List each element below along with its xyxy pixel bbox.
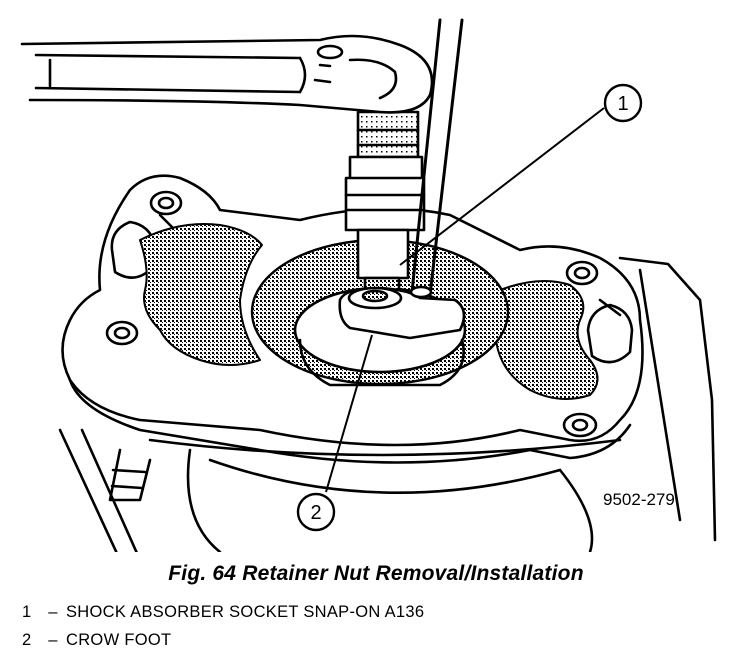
legend-separator: –: [48, 631, 58, 649]
legend-separator: –: [48, 603, 58, 621]
extension-bar: [409, 18, 464, 299]
leader-lines: [325, 107, 605, 493]
callout-2-label: 2: [310, 502, 321, 524]
shock-absorber-socket: [344, 110, 426, 300]
legend-text: SHOCK ABSORBER SOCKET SNAP-ON A136: [66, 603, 425, 621]
callout-2: 2: [296, 492, 336, 532]
crow-foot: [338, 286, 466, 340]
figure-number: 9502-279: [603, 490, 675, 509]
right-recess: [493, 280, 599, 400]
legend-item-1: 1–SHOCK ABSORBER SOCKET SNAP-ON A136: [22, 603, 424, 622]
legend-text: CROW FOOT: [66, 631, 172, 649]
figure-caption: Fig. 64 Retainer Nut Removal/Installatio…: [168, 562, 584, 585]
callout-1: 1: [603, 83, 643, 123]
ratchet-wrench: [20, 34, 434, 114]
technical-illustration: 1 2 9502-279: [20, 18, 717, 552]
left-recess: [139, 223, 263, 366]
legend-number: 2: [22, 631, 32, 649]
legend-item-2: 2–CROW FOOT: [22, 631, 171, 650]
mounting-plate: [61, 174, 644, 464]
strut-housing: [58, 256, 717, 552]
callout-1-label: 1: [617, 93, 628, 115]
legend-number: 1: [22, 603, 32, 621]
